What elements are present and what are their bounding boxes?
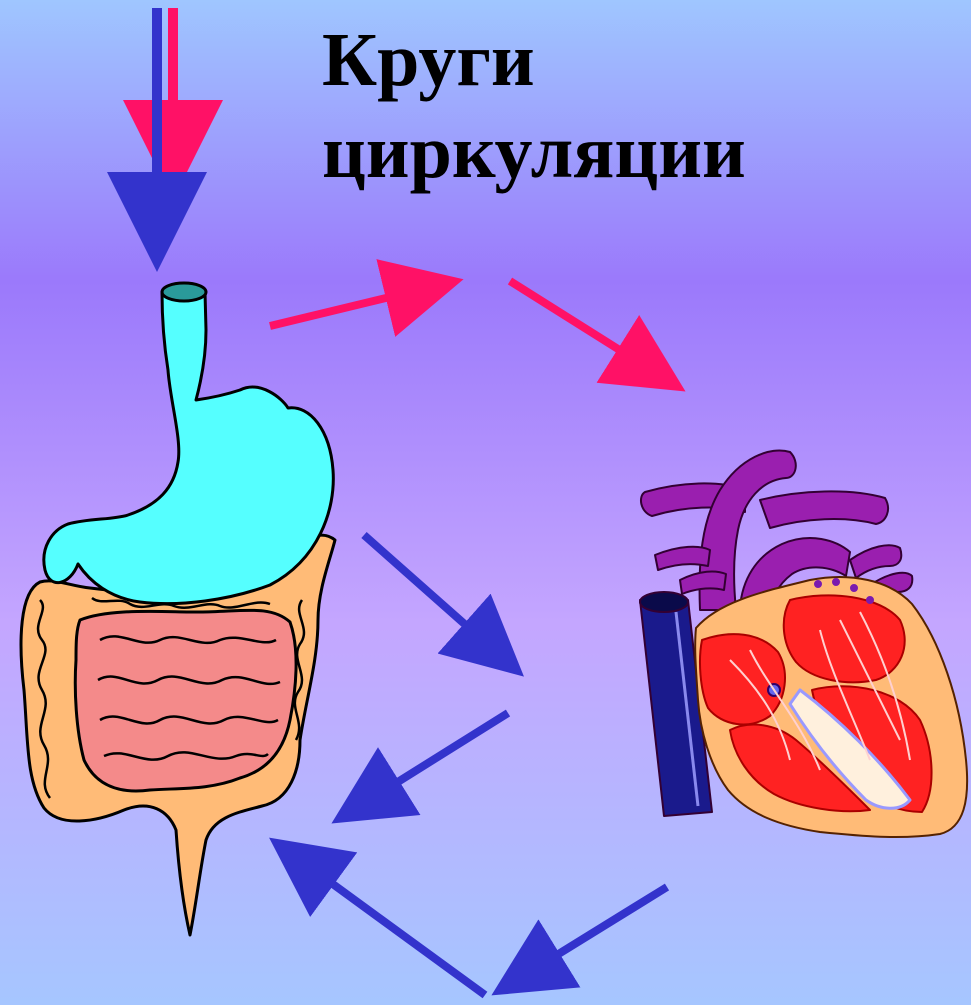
title-line-2: циркуляции	[322, 106, 746, 198]
right-atrium	[700, 634, 785, 724]
page-title: Круги циркуляции	[322, 14, 746, 198]
esophagus-opening	[162, 283, 206, 301]
title-line-1: Круги	[322, 14, 746, 106]
vena-cava-opening	[640, 592, 688, 612]
